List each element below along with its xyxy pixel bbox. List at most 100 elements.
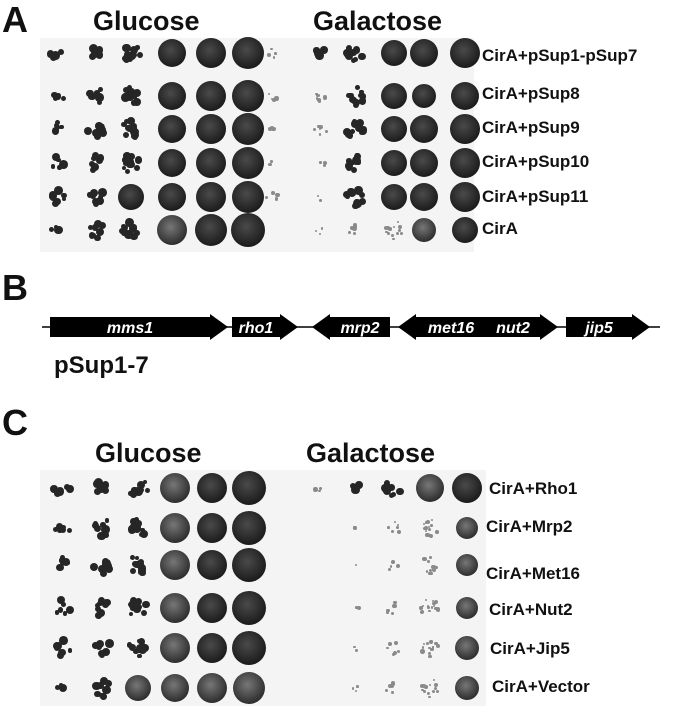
panel-c-spot-r4-c2 xyxy=(90,596,114,620)
panel-a-spot-r5-c1 xyxy=(47,185,67,208)
panel-c-galactose-plate xyxy=(270,470,486,706)
panel-c-spot-r6-c3 xyxy=(125,675,151,701)
panel-a-spot-r5-c7 xyxy=(264,189,280,205)
panel-c-spot-r3-c4 xyxy=(160,550,190,580)
panel-c-row-label-6: CirA+Vector xyxy=(492,677,590,696)
panel-a-spot-r2-c5 xyxy=(196,81,226,111)
panel-a-spot-r6-c11 xyxy=(412,218,436,242)
panel-c-spot-r2-c9 xyxy=(384,519,402,537)
panel-a-spot-r1-c11 xyxy=(410,39,438,67)
panel-c-spot-r4-c6 xyxy=(232,591,266,625)
panel-c-spot-r6-c10 xyxy=(418,676,442,700)
panel-c-spot-r1-c3 xyxy=(125,475,151,501)
panel-a-spot-r2-c4 xyxy=(158,82,186,110)
panel-c-spot-r4-c9 xyxy=(384,599,402,617)
panel-c-spot-r3-c2 xyxy=(89,553,114,578)
panel-a-row-label-5: CirA+pSup11 xyxy=(482,187,589,206)
panel-a-letter: A xyxy=(2,0,28,40)
panel-a-spot-r4-c9 xyxy=(344,152,366,174)
panel-a-spot-r4-c11 xyxy=(410,149,438,177)
panel-c-spot-r1-c2 xyxy=(90,476,114,500)
panel-a-spot-r6-c5 xyxy=(195,214,227,246)
panel-a-spot-r5-c4 xyxy=(158,183,186,211)
panel-c-galactose-label: Galactose xyxy=(306,438,436,468)
panel-c-spot-r1-c9 xyxy=(380,476,405,500)
panel-a-row-label-6: CirA xyxy=(482,219,518,238)
panel-c-spot-r6-c1 xyxy=(54,681,69,695)
panel-a-spot-r2-c10 xyxy=(381,83,407,109)
panel-a-spot-r3-c3 xyxy=(119,116,143,141)
panel-c-glucose-label: Glucose xyxy=(95,438,202,468)
panel-c-spot-r6-c9 xyxy=(384,679,402,697)
panel-a-spot-r2-c11 xyxy=(412,84,436,108)
panel-c-spot-r6-c5 xyxy=(197,673,227,703)
panel-a-spot-r6-c8 xyxy=(314,224,326,236)
gene-arrow-jip5 xyxy=(566,314,650,340)
panel-a-spot-r1-c6 xyxy=(232,37,264,69)
panel-c-spot-r1-c8 xyxy=(349,481,364,495)
panel-a-spot-r5-c5 xyxy=(196,182,226,212)
panel-a-spot-r6-c4 xyxy=(157,215,187,245)
panel-a-spot-r3-c9 xyxy=(342,117,368,141)
panel-c-spot-r3-c11 xyxy=(456,554,478,576)
panel-a-spot-r4-c3 xyxy=(119,151,143,175)
panel-a-row-label-2: CirA+pSup8 xyxy=(482,84,580,103)
panel-a-spot-r6-c9 xyxy=(347,222,363,238)
panel-c-spot-r1-c4 xyxy=(160,473,190,503)
panel-a-spot-r3-c1 xyxy=(48,120,66,138)
panel-c-spot-r4-c4 xyxy=(160,593,190,623)
panel-c-spot-r2-c10 xyxy=(418,516,442,540)
panel-a-spot-r4-c12 xyxy=(450,148,480,178)
panel-b-letter: B xyxy=(2,267,28,308)
panel-c-spot-r1-c6 xyxy=(232,471,266,505)
panel-a-spot-r4-c4 xyxy=(158,149,186,177)
panel-c-spot-r5-c2 xyxy=(90,636,114,660)
panel-c-spot-r6-c8 xyxy=(351,683,361,693)
panel-c-spot-r5-c6 xyxy=(232,631,266,665)
panel-a-spot-r1-c5 xyxy=(196,38,226,68)
panel-a-spot-r2-c12 xyxy=(451,82,479,110)
panel-a-spot-r5-c10 xyxy=(381,184,407,210)
panel-c-spot-r5-c3 xyxy=(125,635,151,661)
panel-c-spot-r2-c6 xyxy=(232,511,266,545)
panel-a-spot-r2-c1 xyxy=(48,87,66,105)
panel-c-spot-r3-c5 xyxy=(197,550,227,580)
panel-a-row-label-3: CirA+pSup9 xyxy=(482,118,580,137)
panel-c-spot-r1-c1 xyxy=(50,477,74,499)
panel-a-galactose-plate xyxy=(262,38,474,252)
panel-a-spot-r1-c10 xyxy=(381,40,407,66)
gene-arrow-rho1 xyxy=(232,314,298,340)
panel-a-spot-r6-c12 xyxy=(452,217,478,243)
panel-c-spot-r5-c8 xyxy=(352,644,360,653)
panel-a-spot-r5-c12 xyxy=(450,182,480,212)
panel-c-spot-r1-c5 xyxy=(197,473,227,503)
panel-c-spot-r4-c3 xyxy=(125,595,151,621)
gene-label-mrp2: mrp2 xyxy=(340,320,379,337)
panel-a-galactose-label: Galactose xyxy=(313,6,443,36)
panel-a-spot-r5-c6 xyxy=(232,181,264,213)
panel-a-spot-r5-c3 xyxy=(118,184,144,210)
panel-c-spot-r3-c1 xyxy=(51,554,73,576)
panel-a-spot-r2-c7 xyxy=(264,88,280,104)
panel-a-spot-r1-c8 xyxy=(312,45,328,61)
panel-a-spot-r2-c9 xyxy=(343,84,367,108)
panel-a-spot-r6-c3 xyxy=(118,217,144,243)
panel-c-spot-r5-c4 xyxy=(160,633,190,663)
panel-a-spot-r3-c6 xyxy=(232,113,264,145)
panel-c-spot-r6-c2 xyxy=(90,676,114,700)
panel-c-spot-r5-c10 xyxy=(418,636,442,660)
panel-c-glucose-plate xyxy=(40,470,270,706)
panel-a-spot-r6-c10 xyxy=(382,218,406,242)
panel-a-spot-r6-c6 xyxy=(231,213,265,247)
panel-c-spot-r2-c1 xyxy=(51,517,73,539)
panel-c-spot-r2-c8 xyxy=(352,524,360,532)
panel-a-spot-r3-c2 xyxy=(84,118,107,141)
panel-c-spot-r3-c10 xyxy=(418,553,442,577)
gene-label-rho1: rho1 xyxy=(239,320,274,337)
panel-a-spot-r4-c1 xyxy=(48,152,68,172)
panel-c-spot-r4-c5 xyxy=(197,593,227,623)
panel-a-spot-r2-c3 xyxy=(119,84,143,108)
panel-c-spot-r4-c8 xyxy=(352,604,361,612)
